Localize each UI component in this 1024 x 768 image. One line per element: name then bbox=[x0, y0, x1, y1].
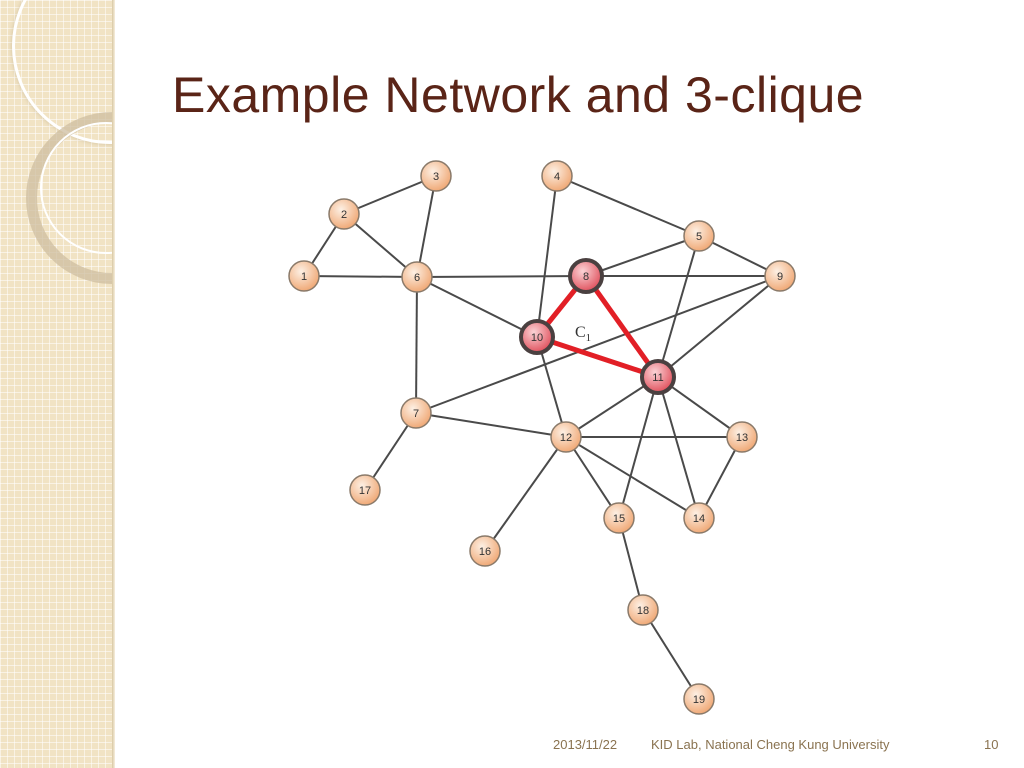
edge-9-11 bbox=[657, 275, 781, 378]
edge-6-7 bbox=[415, 276, 418, 414]
node-7: 7 bbox=[400, 397, 432, 429]
node-label: 2 bbox=[341, 209, 347, 221]
edge-18-19 bbox=[642, 609, 700, 700]
edge-5-11 bbox=[657, 235, 700, 378]
edge-11-14 bbox=[657, 376, 700, 519]
clique-label-subscript: 1 bbox=[586, 332, 592, 344]
node-label: 8 bbox=[583, 271, 589, 283]
node-circle bbox=[349, 474, 381, 506]
node-label: 10 bbox=[531, 332, 543, 344]
edge-11-15 bbox=[618, 376, 659, 519]
node-5: 5 bbox=[683, 220, 715, 252]
edge-8-11 bbox=[583, 274, 661, 379]
edge-10-11 bbox=[536, 334, 659, 380]
clique-label: C1 bbox=[575, 324, 591, 344]
node-11: 11 bbox=[640, 359, 676, 395]
node-circle bbox=[469, 535, 501, 567]
node-1: 1 bbox=[288, 260, 320, 292]
node-circle bbox=[603, 502, 635, 534]
node-13: 13 bbox=[726, 421, 758, 453]
node-9: 9 bbox=[764, 260, 796, 292]
node-label: 12 bbox=[560, 432, 572, 444]
edge-4-10 bbox=[536, 175, 558, 338]
node-label: 14 bbox=[693, 513, 705, 525]
node-circle bbox=[683, 502, 715, 534]
footer-date: 2013/11/22 bbox=[553, 737, 618, 752]
footer-organization: KID Lab, National Cheng Kung University bbox=[651, 737, 890, 752]
edge-5-8 bbox=[585, 235, 700, 277]
node-label: 1 bbox=[301, 271, 307, 283]
node-circle bbox=[683, 220, 715, 252]
slide-title: Example Network and 3-clique bbox=[172, 67, 865, 123]
edge-4-5 bbox=[556, 175, 700, 237]
node-label: 5 bbox=[696, 231, 702, 243]
node-label: 11 bbox=[652, 372, 663, 384]
node-circle bbox=[400, 397, 432, 429]
node-label: 17 bbox=[359, 485, 371, 497]
edge-3-6 bbox=[416, 175, 437, 278]
node-16: 16 bbox=[469, 535, 501, 567]
node-label: 4 bbox=[554, 171, 560, 183]
node-label: 13 bbox=[736, 432, 748, 444]
sidebar-divider bbox=[112, 0, 115, 768]
node-circle bbox=[550, 421, 582, 453]
edge-9-7 bbox=[415, 275, 781, 414]
node-circle bbox=[288, 260, 320, 292]
edge-2-3 bbox=[343, 175, 437, 215]
node-circle bbox=[401, 261, 433, 293]
node-label: 18 bbox=[637, 605, 649, 617]
node-circle bbox=[683, 683, 715, 715]
node-18: 18 bbox=[627, 594, 659, 626]
node-label: 19 bbox=[693, 694, 705, 706]
edge-12-16 bbox=[484, 436, 567, 552]
edge-7-12 bbox=[415, 412, 567, 438]
node-circle bbox=[568, 258, 604, 294]
node-4: 4 bbox=[541, 160, 573, 192]
node-12: 12 bbox=[550, 421, 582, 453]
node-10: 10 bbox=[519, 319, 555, 355]
node-8: 8 bbox=[568, 258, 604, 294]
clique-label-main: C bbox=[575, 324, 586, 341]
node-circle bbox=[519, 319, 555, 355]
edge-6-8 bbox=[416, 275, 587, 278]
edge-12-14 bbox=[565, 436, 700, 519]
node-circle bbox=[541, 160, 573, 192]
edge-2-6 bbox=[343, 213, 418, 278]
node-2: 2 bbox=[328, 198, 360, 230]
node-circle bbox=[420, 160, 452, 192]
node-label: 9 bbox=[777, 271, 783, 283]
edge-6-10 bbox=[416, 276, 538, 338]
node-circle bbox=[627, 594, 659, 626]
node-label: 3 bbox=[433, 171, 439, 183]
node-label: 7 bbox=[413, 408, 419, 420]
node-label: 6 bbox=[414, 272, 420, 284]
node-3: 3 bbox=[420, 160, 452, 192]
edge-12-15 bbox=[565, 436, 620, 519]
node-circle bbox=[764, 260, 796, 292]
node-circle bbox=[726, 421, 758, 453]
edge-1-6 bbox=[303, 275, 418, 278]
edges-layer bbox=[303, 175, 781, 700]
edge-15-18 bbox=[618, 517, 644, 611]
edge-11-12 bbox=[565, 376, 659, 438]
node-17: 17 bbox=[349, 474, 381, 506]
node-label: 16 bbox=[479, 546, 491, 558]
node-circle bbox=[640, 359, 676, 395]
node-label: 15 bbox=[613, 513, 625, 525]
footer-page-number: 10 bbox=[984, 737, 999, 752]
node-19: 19 bbox=[683, 683, 715, 715]
node-6: 6 bbox=[401, 261, 433, 293]
decorative-sidebar bbox=[0, 0, 112, 768]
node-14: 14 bbox=[683, 502, 715, 534]
node-15: 15 bbox=[603, 502, 635, 534]
node-circle bbox=[328, 198, 360, 230]
